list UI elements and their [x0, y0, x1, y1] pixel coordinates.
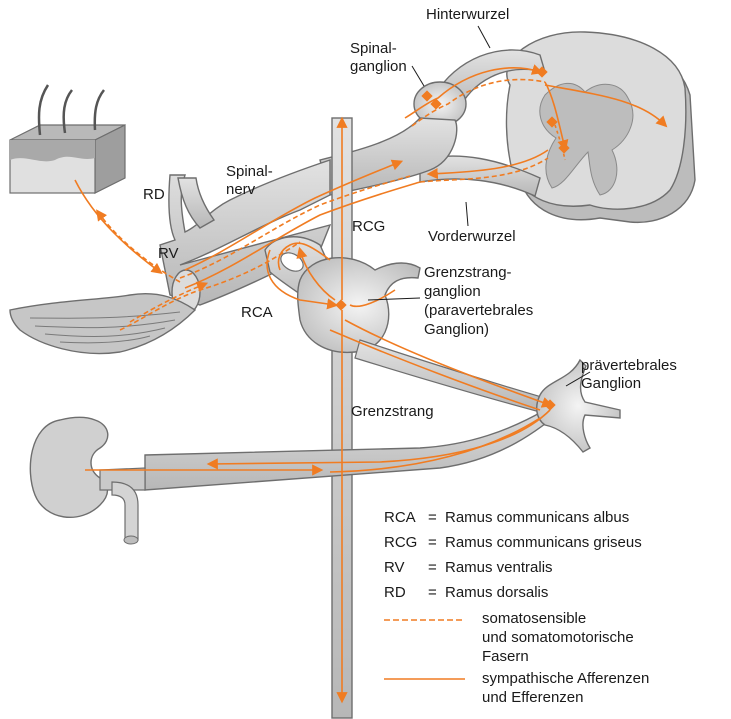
legend-text: Ramus dorsalis — [445, 583, 548, 602]
label-rca: RCA — [241, 304, 273, 322]
legend-key: RD — [384, 583, 406, 602]
paravertebral-ganglion — [298, 258, 420, 353]
legend-solid-text: sympathische Afferenzen und Efferenzen — [482, 669, 649, 707]
label-rd: RD — [143, 186, 165, 204]
label-rv: RV — [158, 245, 179, 263]
label-praevertebrales-ganglion: prävertebrales Ganglion — [581, 357, 677, 393]
legend-equals: = — [428, 533, 437, 552]
legend-dashed-text: somatosensible und somatomotorische Fase… — [482, 609, 634, 666]
label-vorderwurzel: Vorderwurzel — [428, 228, 516, 246]
legend-equals: = — [428, 558, 437, 577]
muscle — [10, 294, 195, 354]
legend-text: Ramus ventralis — [445, 558, 553, 577]
legend-text: Ramus communicans griseus — [445, 533, 642, 552]
label-hinterwurzel: Hinterwurzel — [426, 6, 509, 24]
label-spinalganglion: Spinal- ganglion — [350, 40, 407, 76]
label-grenzstrangganglion: Grenzstrang- ganglion (paravertebrales G… — [424, 263, 533, 339]
legend-equals: = — [428, 583, 437, 602]
label-spinalnerv: Spinal- nerv — [226, 163, 273, 199]
label-rcg: RCG — [352, 218, 385, 236]
skin-block — [10, 85, 125, 193]
legend-key: RCG — [384, 533, 417, 552]
legend-equals: = — [428, 508, 437, 527]
label-grenzstrang: Grenzstrang — [351, 403, 434, 421]
legend-key: RCA — [384, 508, 416, 527]
kidney — [30, 417, 145, 544]
legend-text: Ramus communicans albus — [445, 508, 629, 527]
legend-key: RV — [384, 558, 405, 577]
